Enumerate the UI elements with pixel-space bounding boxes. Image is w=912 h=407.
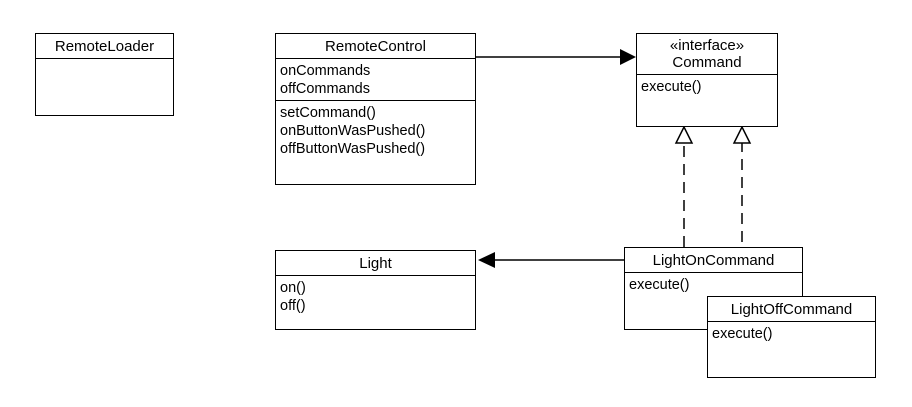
association-arrowhead-command	[620, 49, 636, 65]
attribute: offCommands	[280, 81, 370, 97]
class-lightoffcommand: LightOffCommand execute()	[707, 296, 876, 378]
association-arrowhead-light	[478, 252, 495, 268]
class-name: Light	[276, 251, 475, 276]
method: execute()	[629, 277, 690, 293]
methods-compartment: execute()	[708, 322, 875, 345]
class-name: RemoteLoader	[36, 34, 173, 59]
class-name: LightOffCommand	[708, 297, 875, 322]
class-remoteloader: RemoteLoader	[35, 33, 174, 116]
method: offButtonWasPushed()	[280, 141, 426, 157]
class-command-interface: «interface» Command execute()	[636, 33, 778, 127]
class-name: «interface» Command	[637, 34, 777, 75]
method: onButtonWasPushed()	[280, 123, 426, 139]
method: execute()	[712, 326, 773, 342]
method: setCommand()	[280, 105, 376, 121]
methods-compartment: setCommand() onButtonWasPushed() offButt…	[276, 101, 475, 160]
attribute: onCommands	[280, 63, 371, 79]
method: off()	[280, 298, 306, 314]
realization-triangle-lightoffcommand	[732, 125, 752, 144]
class-light: Light on() off()	[275, 250, 476, 330]
methods-compartment: on() off()	[276, 276, 475, 317]
class-name: LightOnCommand	[625, 248, 802, 273]
class-remotecontrol: RemoteControl onCommands offCommands set…	[275, 33, 476, 185]
method: on()	[280, 280, 306, 296]
class-name: RemoteControl	[276, 34, 475, 59]
method: execute()	[641, 79, 702, 95]
methods-compartment: execute()	[637, 75, 777, 98]
attributes-compartment: onCommands offCommands	[276, 59, 475, 101]
interface-name: Command	[672, 54, 742, 71]
realization-triangle-lightoncommand	[674, 125, 694, 144]
stereotype: «interface»	[669, 37, 745, 54]
methods-compartment: execute()	[625, 273, 802, 296]
